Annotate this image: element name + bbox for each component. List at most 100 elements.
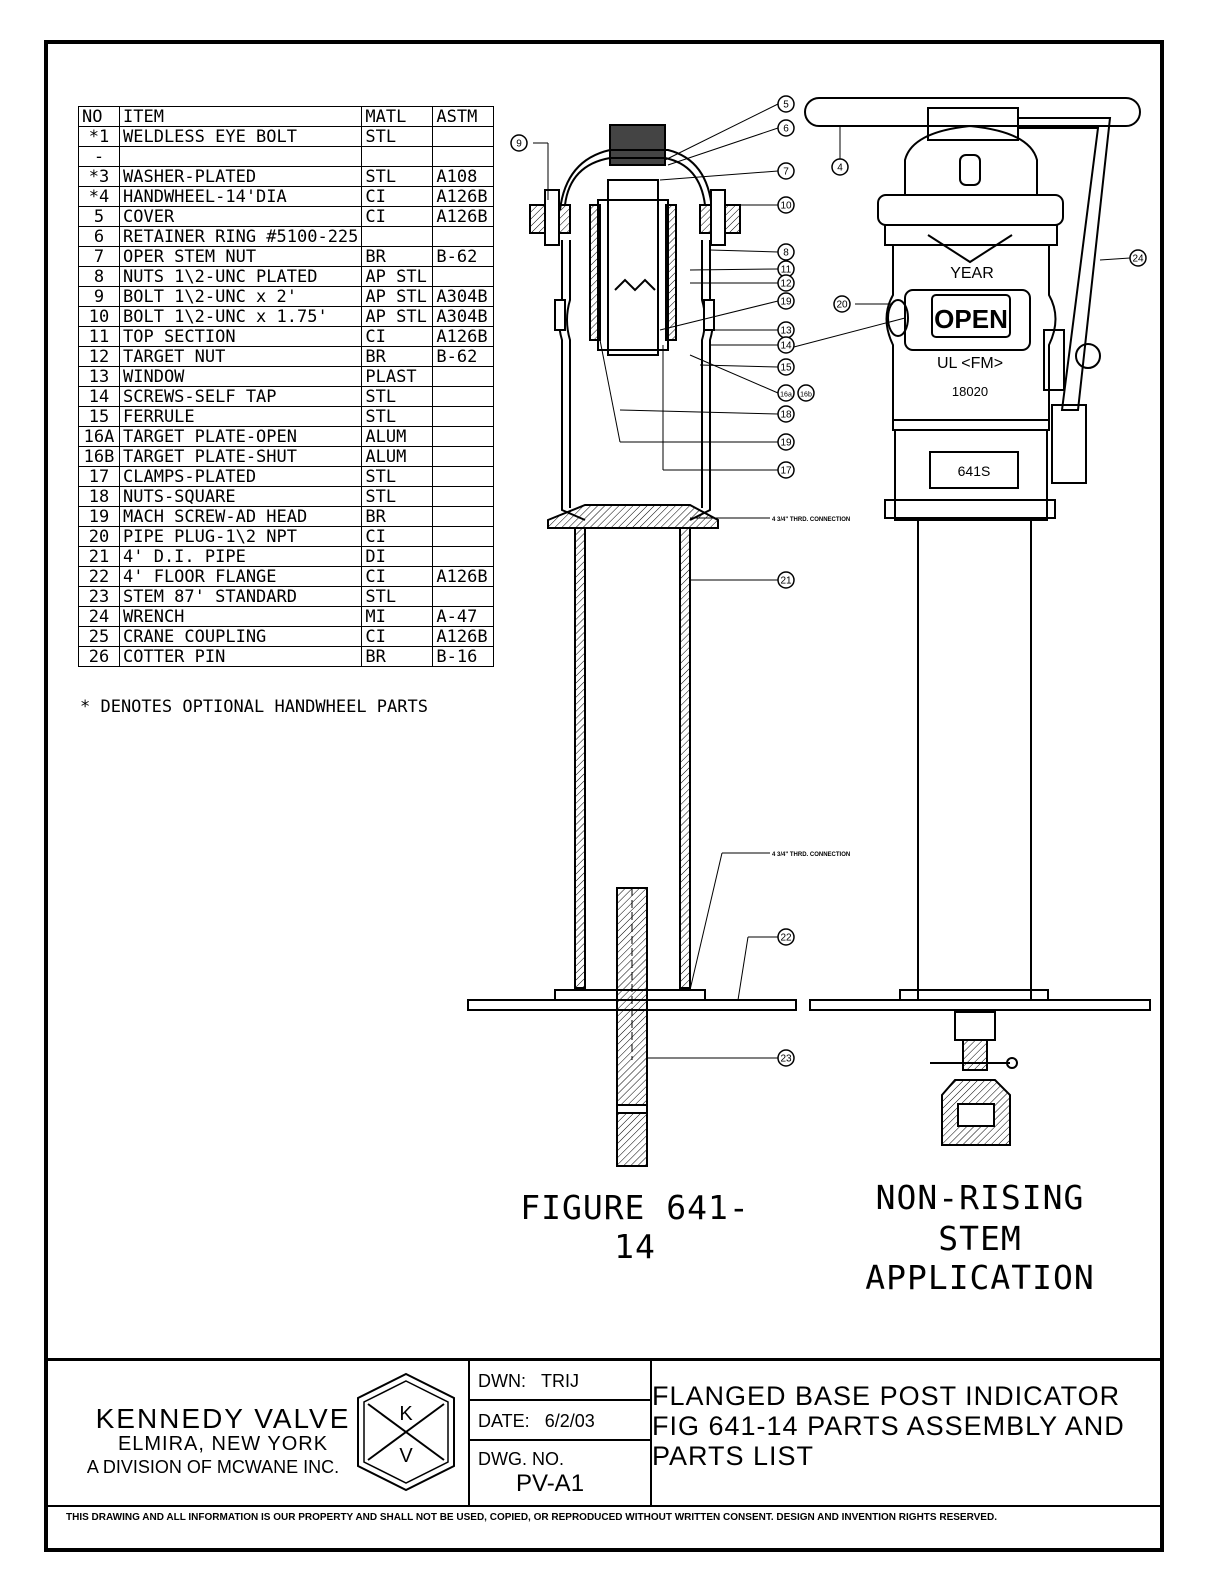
parts-cell-item: PIPE PLUG-1\2 NPT (118, 526, 363, 547)
callout-bubble: 16b (797, 384, 815, 402)
nonrising-caption-line2: STEM APPLICATION (865, 1219, 1095, 1297)
parts-cell-no: *4 (78, 186, 120, 207)
parts-cell-astm: A126B (432, 326, 495, 347)
company-name: KENNEDY VALVE (95, 1403, 351, 1434)
drawing-frame (44, 40, 1164, 1552)
callout-label: 5 (783, 100, 789, 111)
optional-parts-note: * DENOTES OPTIONAL HANDWHEEL PARTS (80, 697, 428, 717)
parts-cell-item: CLAMPS-PLATED (118, 466, 363, 487)
callout-label: 8 (783, 248, 789, 259)
parts-cell-item: FERRULE (118, 406, 363, 427)
callout-label: 6 (783, 124, 789, 135)
parts-cell-item: 4' FLOOR FLANGE (118, 566, 363, 587)
parts-cell-matl: MI (361, 606, 434, 627)
parts-cell-matl: AP STL (361, 266, 434, 287)
callout-label: 21 (780, 576, 792, 587)
callout-label: 14 (780, 341, 792, 352)
callout-bubble: 4 (831, 158, 849, 176)
callout-bubble: 21 (777, 571, 795, 589)
connection-note-lower: 4 3/4" THRD. CONNECTION (772, 852, 850, 858)
parts-table-header: NO ITEM MATL ASTM (78, 106, 495, 127)
parts-cell-no: 15 (78, 406, 120, 427)
parts-cell-item: OPER STEM NUT (118, 246, 363, 267)
indicator-open-label: OPEN (934, 304, 1008, 334)
callout-bubble: 17 (777, 461, 795, 479)
callout-bubble: 10 (777, 196, 795, 214)
callout-bubble: 23 (777, 1049, 795, 1067)
callout-label: 22 (780, 933, 792, 944)
drawing-title-line3: PARTS LIST (652, 1441, 815, 1471)
parts-cell-matl: STL (361, 486, 434, 507)
dwg-no-cell: DWG. NO. PV-A1 (470, 1441, 650, 1505)
parts-cell-item: COTTER PIN (118, 646, 363, 667)
parts-cell-no: 19 (78, 506, 120, 527)
parts-cell-item: NUTS 1\2-UNC PLATED (118, 266, 363, 287)
title-block: KENNEDY VALVE ELMIRA, NEW YORK A DIVISIO… (48, 1358, 1160, 1551)
parts-cell-no: 16A (78, 426, 120, 447)
date-label: DATE: (478, 1411, 530, 1431)
parts-cell-astm: B-16 (432, 646, 495, 667)
callout-bubble: 9 (510, 134, 528, 152)
callout-label: 13 (780, 326, 792, 337)
dwg-value: PV-A1 (516, 1470, 585, 1497)
callout-label: 4 (837, 163, 843, 174)
date-value: 6/2/03 (544, 1411, 595, 1431)
drawing-title-line1: FLANGED BASE POST INDICATOR (652, 1381, 1121, 1411)
logo-v-letter: V (399, 1445, 413, 1467)
callout-label: 9 (516, 139, 522, 150)
parts-cell-matl: BR (361, 646, 434, 667)
parts-cell-matl: ALUM (361, 446, 434, 467)
parts-cell-item: HANDWHEEL-14'DIA (118, 186, 363, 207)
parts-cell-no: 13 (78, 366, 120, 387)
drawing-title-line2: FIG 641-14 PARTS ASSEMBLY AND (652, 1411, 1125, 1441)
callout-bubble: 15 (777, 358, 795, 376)
parts-cell-item: 4' D.I. PIPE (118, 546, 363, 567)
parts-cell-item: CRANE COUPLING (118, 626, 363, 647)
callout-label: 11 (781, 265, 792, 276)
callout-label: 7 (783, 167, 789, 178)
callout-bubble: 19 (777, 433, 795, 451)
callout-bubble: 20 (833, 295, 851, 313)
parts-cell-no: 12 (78, 346, 120, 367)
drawn-value: TRIJ (541, 1371, 580, 1391)
indicator-year-label: YEAR (950, 265, 994, 282)
callout-label: 19 (780, 297, 792, 308)
section-view (467, 103, 797, 1167)
callout-bubble: 5 (777, 95, 795, 113)
parts-cell-no: *3 (78, 166, 120, 187)
callout-label: 15 (780, 363, 792, 374)
callout-label: 16b (800, 392, 812, 399)
figure-caption: FIGURE 641-14 (520, 1188, 750, 1266)
indicator-ul-label: UL <FM> (937, 355, 1003, 372)
parts-cell-item: BOLT 1\2-UNC x 2' (118, 286, 363, 307)
callout-bubble: 12 (777, 274, 795, 292)
drawn-label: DWN: (478, 1371, 526, 1391)
kennedy-logo: K V (357, 1372, 455, 1492)
callout-bubble: 19 (777, 292, 795, 310)
callout-bubble: 24 (1129, 249, 1147, 267)
parts-cell-no: 17 (78, 466, 120, 487)
callout-label: 16a (780, 392, 792, 399)
exterior-view (789, 97, 1151, 1146)
callout-label: 18 (780, 410, 792, 421)
company-division: A DIVISION OF MCWANE INC. (86, 1457, 340, 1477)
